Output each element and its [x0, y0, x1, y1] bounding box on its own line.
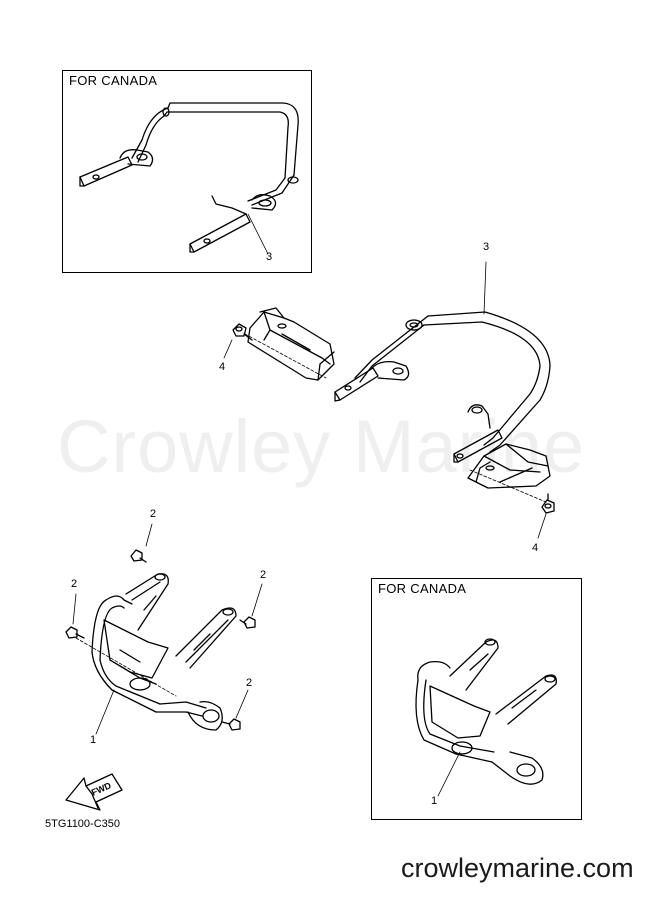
callout-rear-bar: 3: [483, 241, 490, 253]
callout-rear-bolt-left: 4: [219, 361, 226, 373]
callout-rear-bolt-right: 4: [532, 542, 539, 554]
front-bolt-right: [240, 584, 262, 628]
panel-title: FOR CANADA: [69, 73, 158, 88]
rear-grab-bar: [335, 262, 550, 462]
rear-bolt-left: [224, 324, 252, 358]
fwd-arrow-icon: [66, 774, 122, 810]
callout-rear-bar-canada: 3: [266, 251, 273, 263]
site-url: crowleymarine.com: [401, 853, 634, 883]
watermark: Crowley Marine: [57, 405, 586, 488]
canada-panel-bottom: FOR CANADA: [371, 578, 582, 820]
front-bolt-left: [66, 594, 84, 638]
callout-front-bar: 1: [90, 734, 97, 746]
front-bolt-bottom: [222, 690, 248, 730]
canada-panel-top: FOR CANADA: [62, 70, 312, 273]
front-bolt-top: [131, 524, 152, 562]
front-grab-bar: [76, 574, 236, 734]
callout-bolt-bottom: 2: [246, 677, 253, 689]
rear-grab-bar-canada: [80, 103, 298, 254]
callout-bolt-top: 2: [150, 508, 157, 520]
front-grab-bar-canada: [416, 639, 556, 796]
rear-mount-block-left: [245, 308, 334, 380]
rear-bolt-right: [538, 494, 554, 538]
rear-mount-block-right: [468, 444, 550, 502]
callout-bolt-left: 2: [71, 578, 78, 590]
panel-title: FOR CANADA: [378, 581, 467, 596]
diagram-code: 5TG1100-C350: [45, 818, 121, 830]
callout-front-bar-canada: 1: [431, 795, 438, 807]
callout-bolt-right: 2: [260, 569, 267, 581]
